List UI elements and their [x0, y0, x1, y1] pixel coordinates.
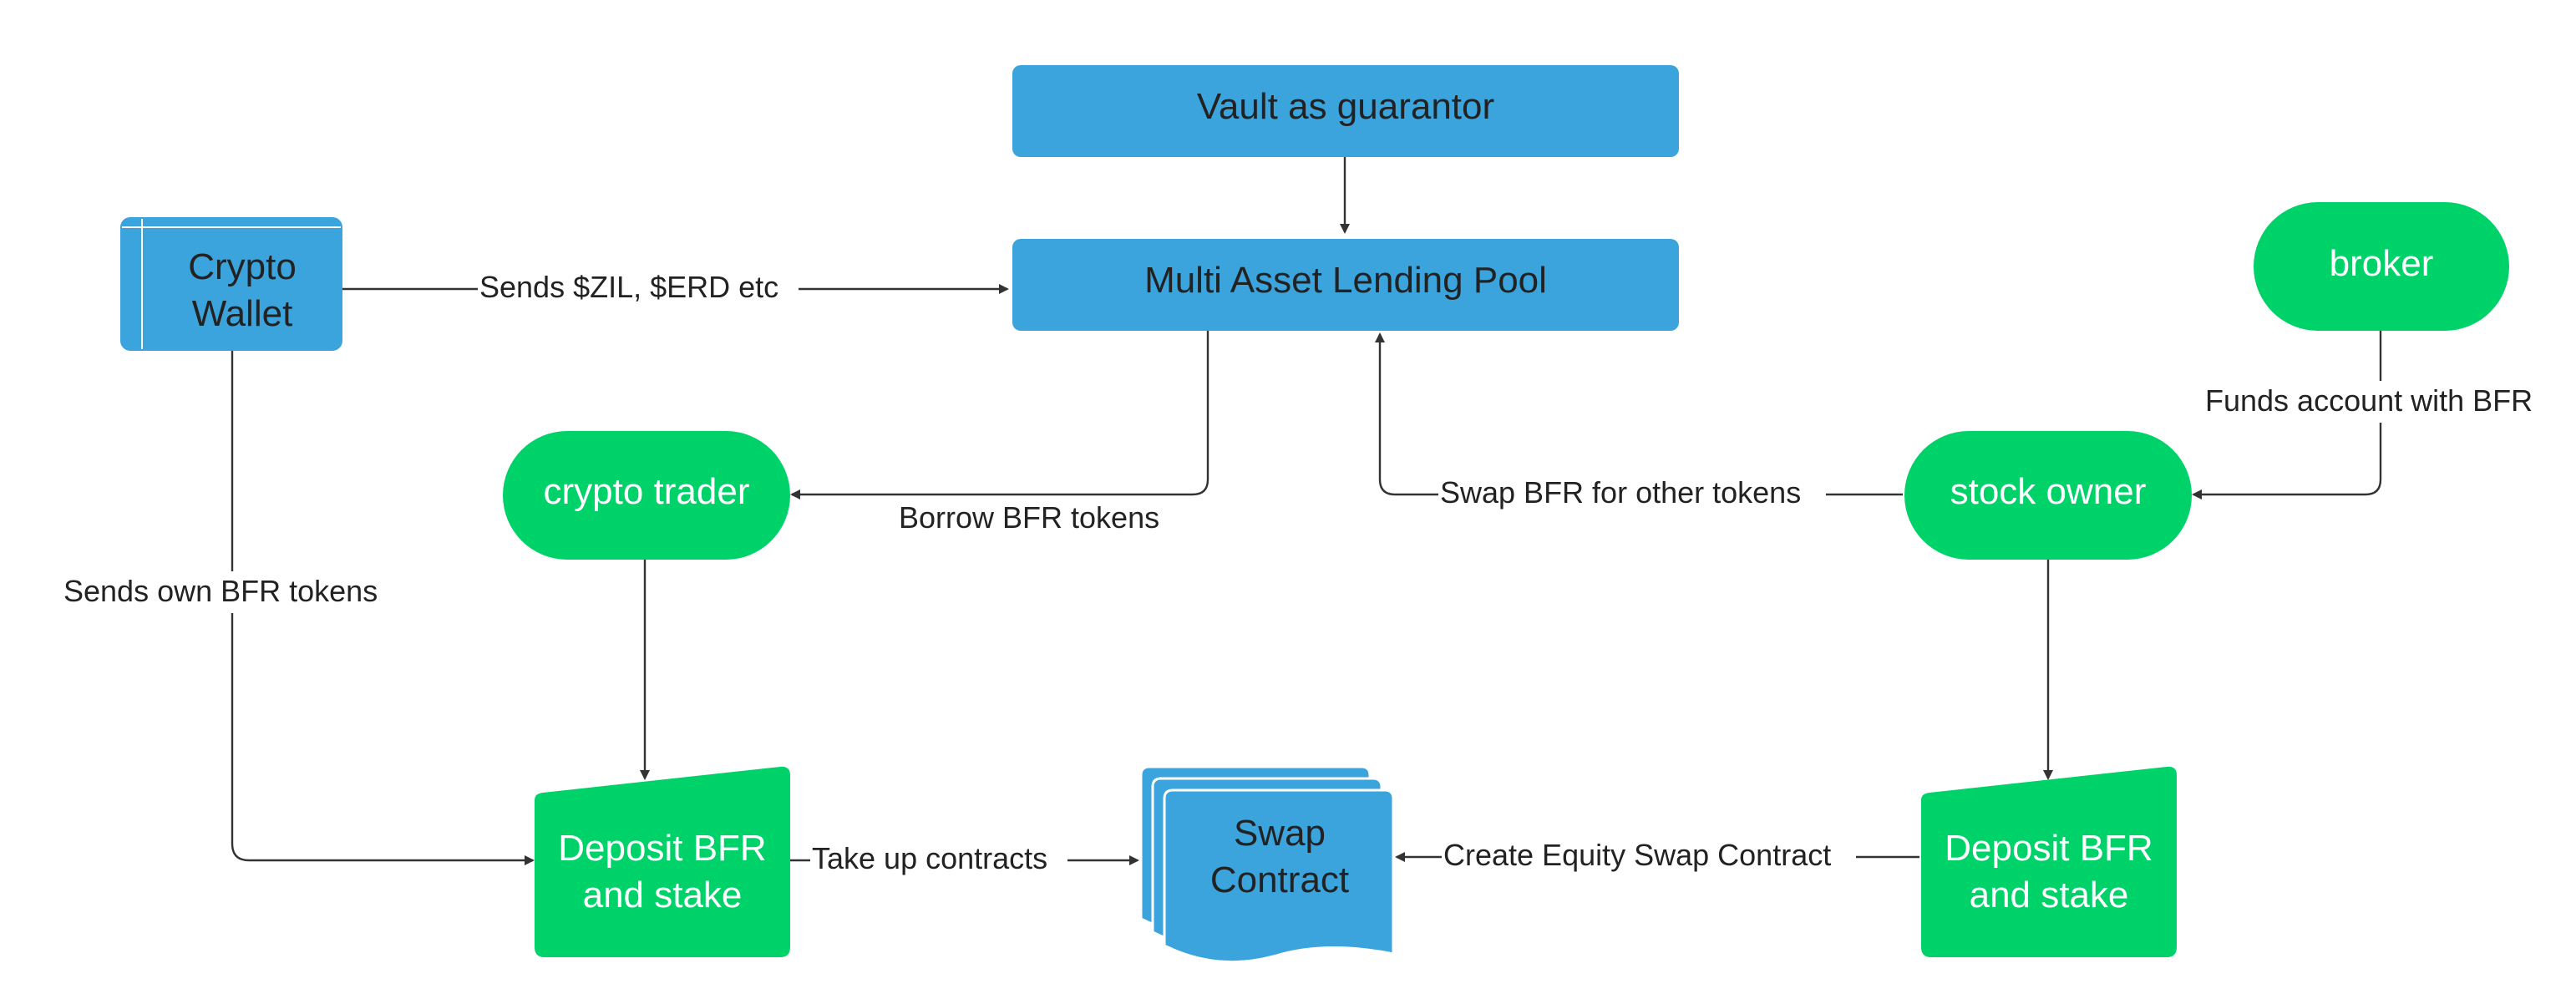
node-stock-owner-label: stock owner: [1950, 471, 2147, 512]
node-crypto-wallet[interactable]: Crypto Wallet: [120, 217, 342, 351]
label-wallet-to-pool: Sends $ZIL, $ERD etc: [479, 270, 778, 304]
node-crypto-wallet-line1: Crypto: [188, 246, 297, 287]
label-deposit-right-to-swap: Create Equity Swap Contract: [1443, 838, 1831, 872]
node-swap-contract-line2: Contract: [1210, 859, 1349, 900]
edge-labels: Sends $ZIL, $ERD etc Borrow BFR tokens S…: [58, 266, 2561, 880]
node-deposit-left-line2: and stake: [583, 875, 743, 915]
node-crypto-wallet-line2: Wallet: [192, 293, 293, 334]
node-crypto-trader-label: crypto trader: [544, 471, 750, 512]
node-swap-contract[interactable]: Swap Contract: [1139, 765, 1395, 964]
label-deposit-to-swap: Take up contracts: [812, 841, 1047, 875]
edge-wallet-to-deposit: [231, 351, 535, 865]
label-broker-to-owner: Funds account with BFR: [2205, 383, 2533, 418]
node-stock-owner[interactable]: stock owner: [1904, 431, 2192, 560]
edge-pool-to-trader: [790, 331, 1209, 499]
label-wallet-to-deposit: Sends own BFR tokens: [63, 574, 378, 608]
node-pool[interactable]: Multi Asset Lending Pool: [1012, 239, 1679, 331]
node-broker-label: broker: [2330, 243, 2434, 284]
node-vault-label: Vault as guarantor: [1197, 86, 1494, 127]
node-deposit-right-line1: Deposit BFR: [1945, 828, 2153, 869]
edge-owner-to-pool: [1375, 332, 1903, 496]
edge-broker-to-owner: [2192, 331, 2382, 499]
node-pool-label: Multi Asset Lending Pool: [1144, 260, 1547, 301]
swap-doc-front: [1163, 788, 1395, 964]
node-broker[interactable]: broker: [2254, 202, 2509, 331]
label-owner-to-pool: Swap BFR for other tokens: [1440, 475, 1801, 510]
node-swap-contract-line1: Swap: [1234, 813, 1326, 854]
node-deposit-right-line2: and stake: [1970, 875, 2129, 915]
label-pool-to-trader: Borrow BFR tokens: [899, 500, 1159, 535]
node-deposit-right[interactable]: Deposit BFR and stake: [1921, 766, 2177, 957]
node-deposit-left[interactable]: Deposit BFR and stake: [535, 766, 790, 957]
node-vault[interactable]: Vault as guarantor: [1012, 65, 1679, 157]
node-deposit-left-line1: Deposit BFR: [558, 828, 766, 869]
node-crypto-trader[interactable]: crypto trader: [503, 431, 790, 560]
